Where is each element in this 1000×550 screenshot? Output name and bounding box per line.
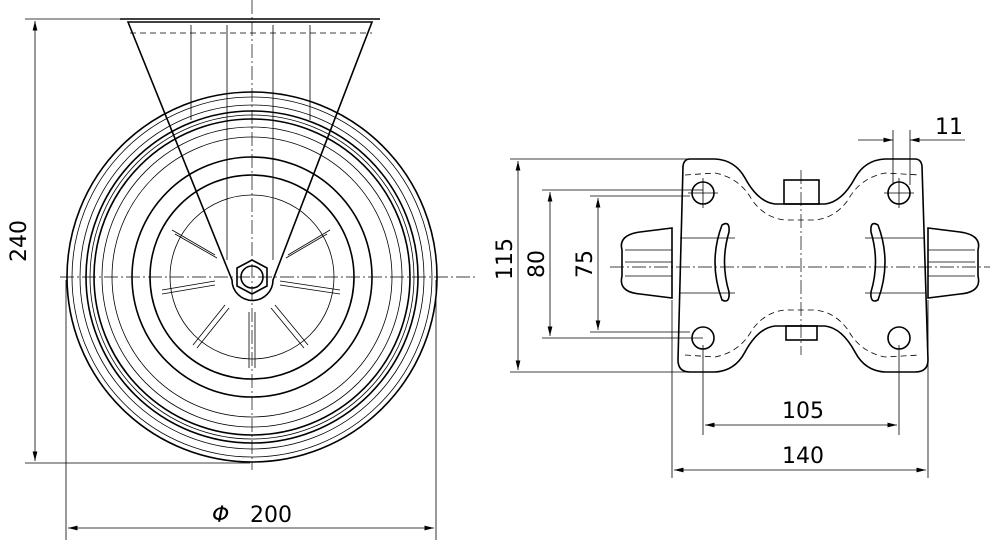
slot-dimension-label: 75 bbox=[573, 250, 598, 278]
front-view-wheel bbox=[60, 0, 475, 470]
slot-right bbox=[870, 222, 886, 302]
hole-spacing-width-label: 105 bbox=[782, 399, 824, 424]
top-view-plate bbox=[610, 158, 990, 373]
front-view-dimensions bbox=[25, 18, 437, 540]
axle-nut-top bbox=[783, 179, 820, 205]
axle-nut bbox=[236, 259, 268, 295]
plate-length-label: 115 bbox=[493, 238, 518, 280]
top-view-dimensions bbox=[510, 130, 965, 478]
hole-diameter-label: 11 bbox=[935, 115, 963, 140]
fork-bracket bbox=[126, 21, 374, 302]
plate-width-label: 140 bbox=[782, 444, 824, 469]
height-dimension-label: 240 bbox=[7, 220, 32, 262]
axle-nut-bottom bbox=[785, 325, 818, 341]
diameter-symbol: Φ bbox=[212, 503, 229, 528]
hole-spacing-length-label: 80 bbox=[525, 250, 550, 278]
diameter-dimension-label: 200 bbox=[250, 503, 292, 528]
slot-left bbox=[714, 222, 730, 302]
spokes bbox=[161, 229, 341, 368]
